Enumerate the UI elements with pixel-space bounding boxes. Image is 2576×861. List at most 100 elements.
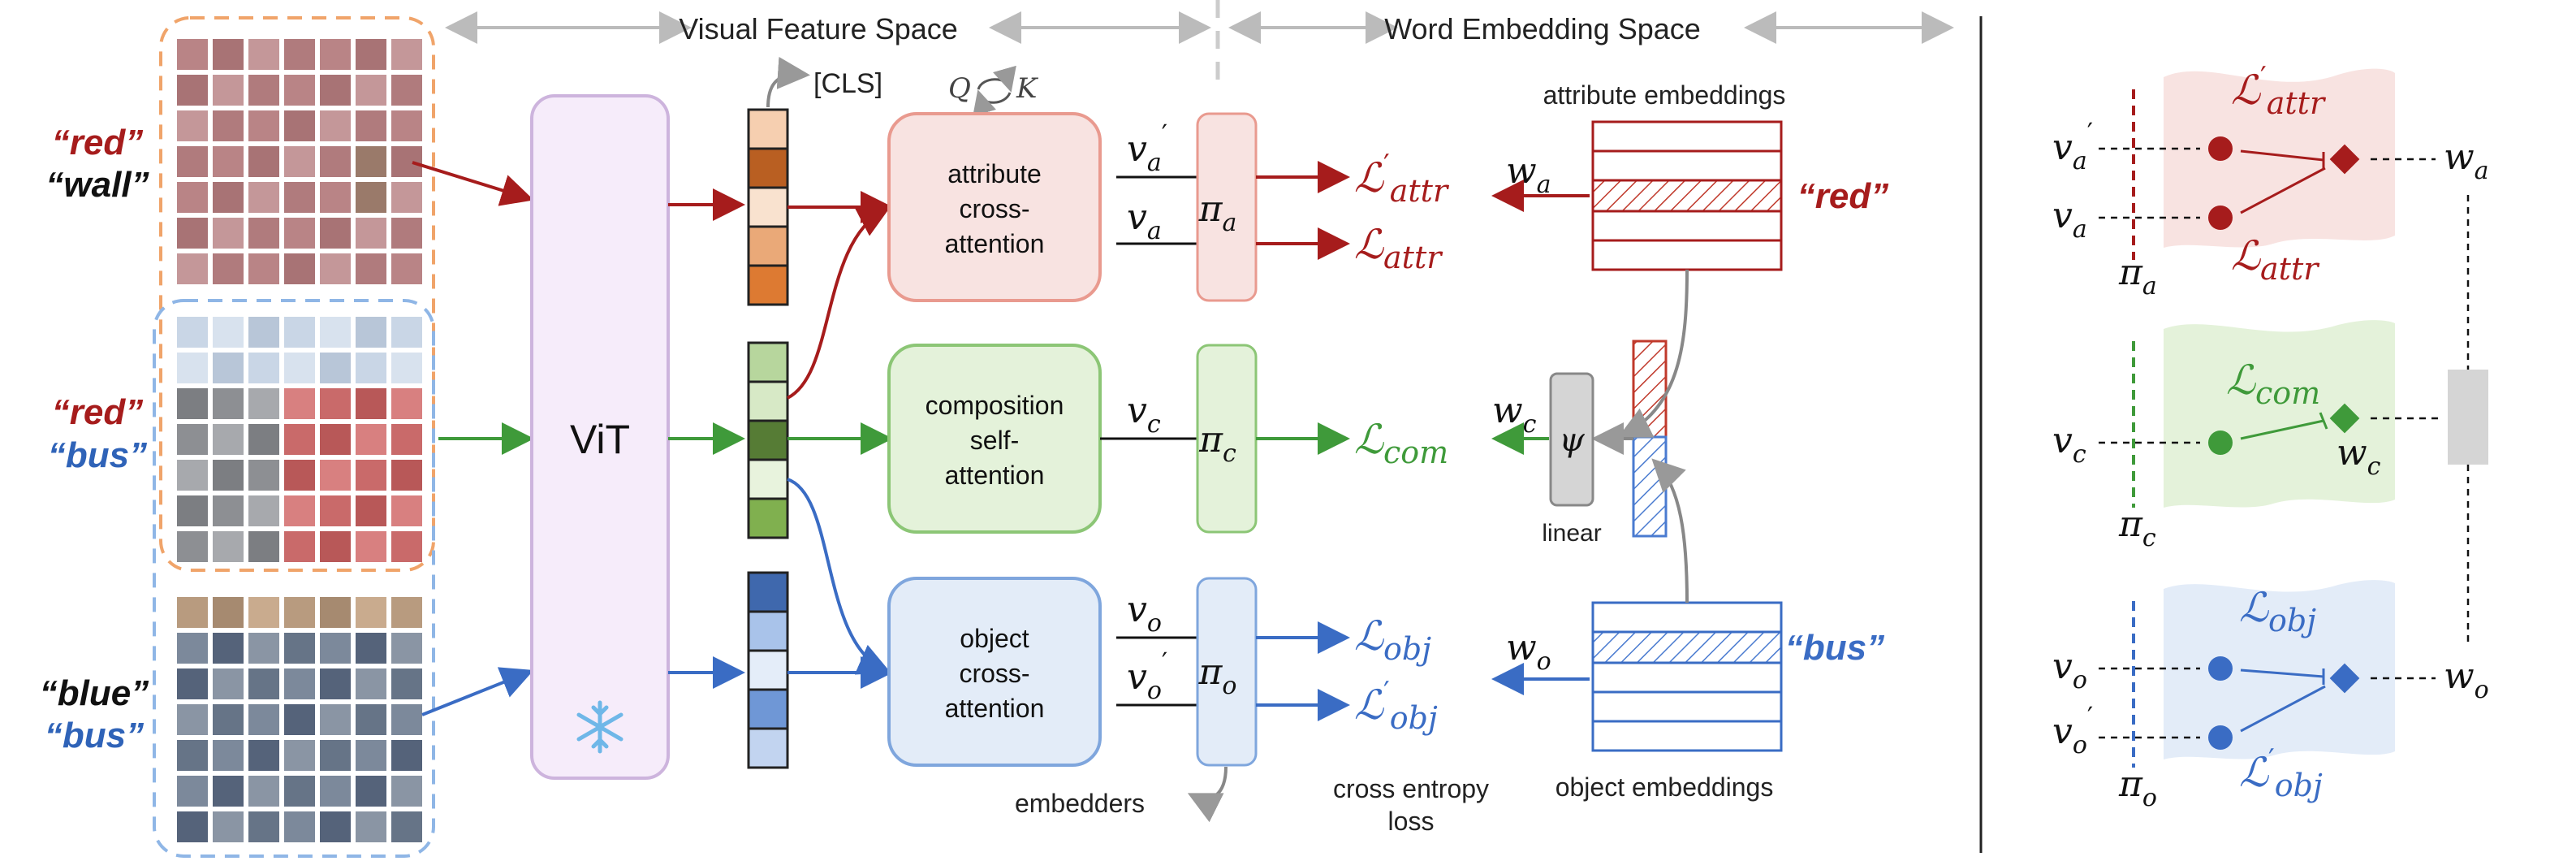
image-patch — [248, 253, 279, 284]
loss-attr: ℒattr — [1354, 221, 1443, 275]
image-patch — [391, 811, 422, 842]
image-patch — [248, 353, 279, 383]
image-patch — [248, 495, 279, 526]
image-patch — [356, 146, 386, 177]
composition-self-attention-module: composition self- attention — [887, 344, 1102, 534]
image-patch — [284, 146, 315, 177]
qk-label: Q K — [948, 65, 1039, 117]
image-patch — [391, 353, 422, 383]
image-patch — [177, 388, 208, 419]
image-patch — [320, 353, 351, 383]
image-patch — [177, 146, 208, 177]
object-cross-attention-module: object cross- attention — [887, 577, 1102, 767]
svg-text:ℒ′obj: ℒ′obj — [2239, 743, 2323, 803]
image-patch — [284, 39, 315, 70]
w-o-point — [2329, 663, 2360, 694]
image-patch — [213, 668, 244, 699]
image-patch — [356, 740, 386, 771]
vit-block: ViT — [530, 94, 670, 780]
obj-features: vo vo′ — [1116, 589, 1197, 707]
image-patch — [248, 182, 279, 213]
image-patch — [213, 218, 244, 249]
image-patch — [284, 353, 315, 383]
svg-text:ℒobj: ℒobj — [2239, 584, 2316, 638]
obj-module-line1: object — [960, 624, 1029, 653]
token-cell — [747, 147, 789, 189]
token-cell — [747, 571, 789, 613]
image-patch — [248, 388, 279, 419]
v-c-label: vc — [1127, 390, 1161, 439]
image-patch — [177, 218, 208, 249]
image-patch — [284, 460, 315, 491]
word-embedding-space-title: Word Embedding Space — [1384, 12, 1701, 45]
image-patch — [248, 424, 279, 455]
image-patch — [320, 146, 351, 177]
query-label: Q — [948, 72, 971, 105]
image-patch — [213, 353, 244, 383]
obj-module-line3: attention — [945, 694, 1045, 723]
cross-entropy-label-line2: loss — [1388, 807, 1435, 836]
attr-features: va′ va — [1116, 119, 1197, 245]
cross-entropy-label-line1: cross entropy — [1333, 774, 1489, 803]
image-patch — [177, 668, 208, 699]
image-patch — [248, 317, 279, 348]
object-embeddings-title: object embeddings — [1556, 772, 1774, 802]
svg-text:πc: πc — [1198, 419, 1236, 468]
arrow-wall-to-vit — [412, 161, 534, 206]
image-patch — [248, 531, 279, 562]
image-patch — [213, 776, 244, 807]
image-patch — [284, 776, 315, 807]
image-patch — [391, 146, 422, 177]
image-patch — [356, 110, 386, 141]
token-cell — [747, 419, 789, 461]
com-features: vc — [1100, 390, 1197, 440]
attr-module-line3: attention — [945, 229, 1045, 258]
image-patch — [320, 75, 351, 106]
image-patch — [391, 253, 422, 284]
image-patch — [391, 424, 422, 455]
attribute-cross-attention-module: attribute cross- attention — [887, 112, 1102, 302]
attr-token-column — [747, 108, 789, 306]
image-patch — [248, 110, 279, 141]
image-patch — [356, 39, 386, 70]
embedder-pi-a: πa — [1196, 112, 1258, 302]
image-patch — [284, 182, 315, 213]
image-patch — [177, 531, 208, 562]
v-c-point — [2208, 430, 2233, 455]
input-labels: “red” “wall” “red” “bus” “blue” “bus” — [40, 123, 149, 755]
psi-label: ψ — [1559, 422, 1585, 459]
token-cell — [747, 264, 789, 306]
image-patches-red-bus — [177, 317, 422, 562]
image-patch — [391, 776, 422, 807]
input-label-red-1: “red” — [52, 123, 143, 162]
image-patch — [391, 75, 422, 106]
image-patch — [320, 424, 351, 455]
image-patch — [320, 495, 351, 526]
image-patch — [391, 218, 422, 249]
attr-module-line2: cross- — [959, 194, 1029, 223]
image-patch — [320, 668, 351, 699]
bus-word-label: “bus” — [1785, 628, 1884, 668]
image-patch — [248, 740, 279, 771]
image-patch — [356, 317, 386, 348]
right-panel-com: vc πc wc ℒcom — [2052, 320, 2444, 552]
token-cell — [747, 727, 789, 769]
com-token-column — [747, 341, 789, 539]
image-patch — [284, 218, 315, 249]
image-patch — [177, 597, 208, 628]
image-patch — [213, 253, 244, 284]
v-a-point — [2208, 206, 2233, 230]
image-patch — [391, 39, 422, 70]
image-patch — [284, 740, 315, 771]
image-patch — [391, 495, 422, 526]
image-patch — [284, 811, 315, 842]
image-patch — [177, 253, 208, 284]
arrow-bluebus-to-vit — [421, 667, 534, 716]
image-patch — [284, 110, 315, 141]
image-patch — [356, 495, 386, 526]
image-patch — [177, 317, 208, 348]
image-patch — [320, 218, 351, 249]
w-o-label: wo — [1506, 627, 1551, 676]
cycle-icon — [973, 89, 1012, 117]
v-a-label: va — [1127, 197, 1162, 245]
